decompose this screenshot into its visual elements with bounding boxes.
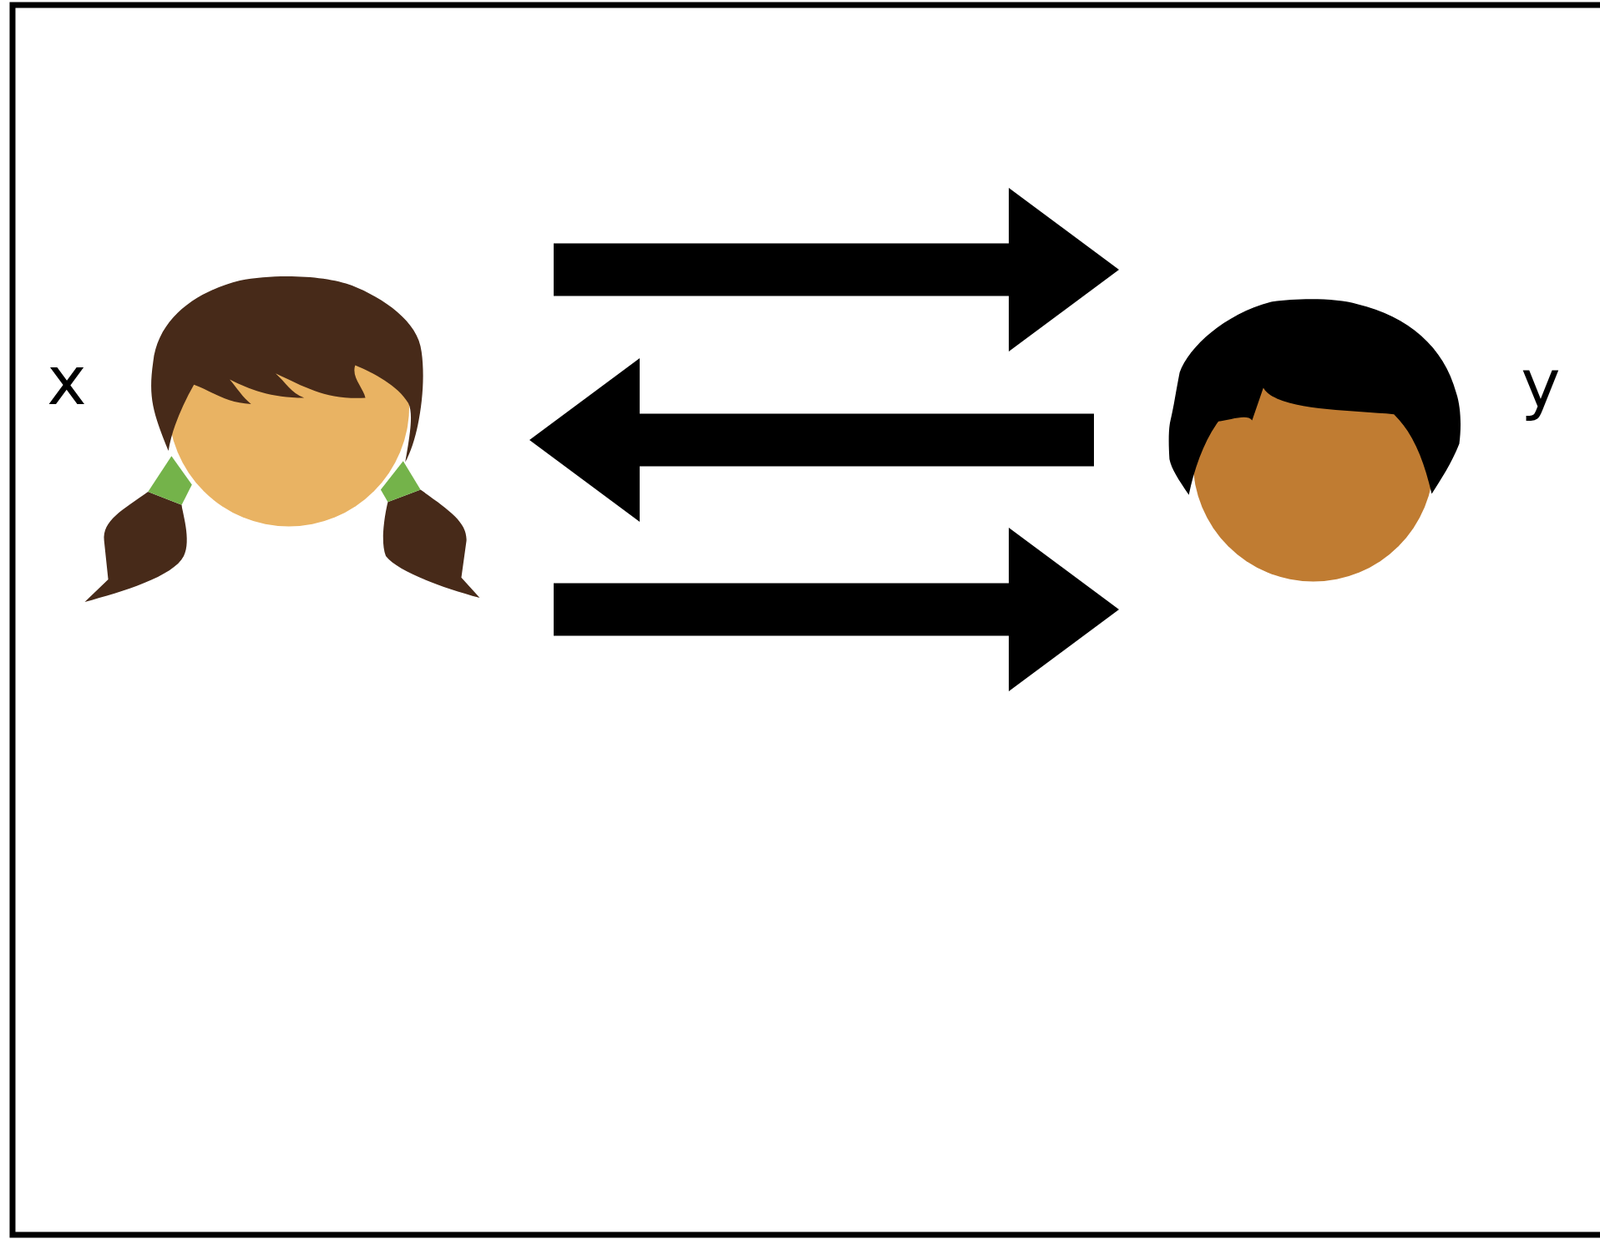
block-arrow xyxy=(553,527,1119,692)
boy-face xyxy=(1144,283,1587,593)
person-node: x xyxy=(33,267,502,610)
person-label: x xyxy=(46,348,87,416)
block-arrow xyxy=(553,187,1119,352)
block-arrow xyxy=(529,358,1094,522)
person-node: y xyxy=(1144,283,1587,593)
girl-face xyxy=(33,267,502,610)
person-label: y xyxy=(1520,350,1560,418)
frame-border xyxy=(12,5,1600,1236)
